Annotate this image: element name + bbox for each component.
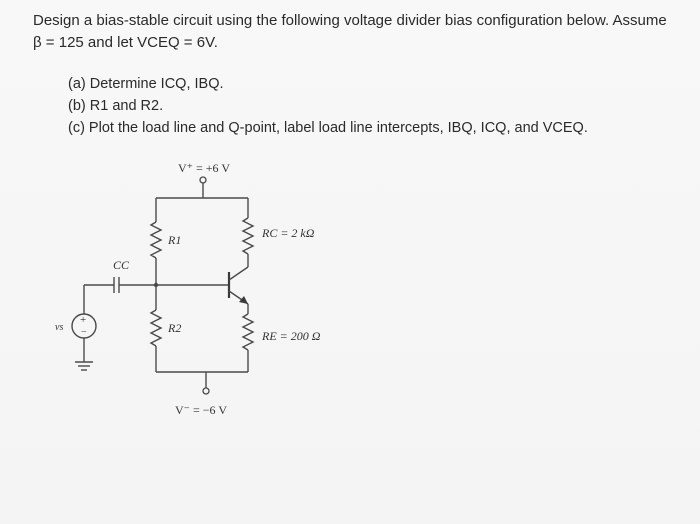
question-line-2: β = 125 and let VCEQ = 6V. xyxy=(33,34,218,51)
vplus-label: V⁺ = +6 V xyxy=(178,161,230,175)
vminus-terminal xyxy=(202,387,210,395)
r1-resistor xyxy=(149,221,163,259)
vminus-label: V⁻ = −6 V xyxy=(175,403,227,417)
r2-resistor xyxy=(149,309,163,347)
rc-label: RC = 2 kΩ xyxy=(261,226,315,240)
transistor-collector xyxy=(228,266,249,281)
rc-resistor xyxy=(241,217,255,255)
re-label: RE = 200 Ω xyxy=(261,329,321,343)
part-a: (a) Determine ICQ, IBQ. xyxy=(68,76,224,92)
source-minus-sign: − xyxy=(81,327,87,338)
r2-label: R2 xyxy=(167,321,181,335)
part-b: (b) R1 and R2. xyxy=(68,98,164,114)
vs-label: vs xyxy=(55,322,63,333)
re-resistor xyxy=(241,313,255,351)
cc-label: CC xyxy=(113,258,130,272)
vplus-terminal xyxy=(199,176,207,184)
r1-label: R1 xyxy=(167,233,181,247)
part-c: (c) Plot the load line and Q-point, labe… xyxy=(68,120,588,136)
emitter-arrow xyxy=(239,296,248,304)
question-line-1: Design a bias-stable circuit using the f… xyxy=(33,12,667,29)
source-plus-sign: + xyxy=(80,314,86,326)
